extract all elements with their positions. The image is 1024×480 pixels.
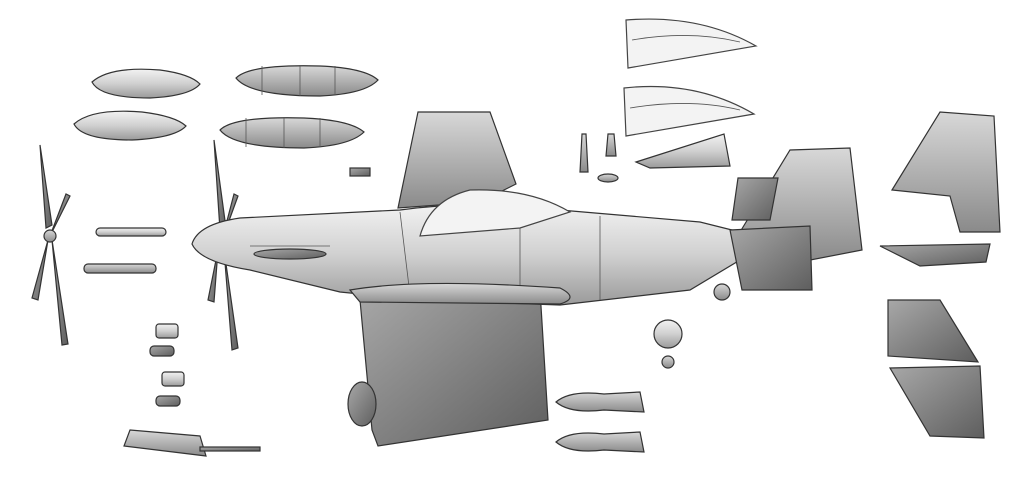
propeller-mounted bbox=[207, 139, 239, 351]
aircraft-lower-wing bbox=[359, 289, 549, 447]
gun-part bbox=[123, 429, 261, 457]
small-fitting bbox=[349, 167, 371, 177]
aircraft-canopy bbox=[419, 189, 572, 237]
aircraft-landing-gear bbox=[347, 283, 731, 427]
drop-tank-left-lower bbox=[73, 110, 187, 141]
drop-tank-right-upper bbox=[235, 65, 379, 97]
aircraft-radiator-scoop bbox=[348, 282, 571, 305]
canopy-part-upper bbox=[625, 18, 758, 69]
wheel-hub-part bbox=[653, 319, 683, 369]
horizontal-stabilizer-lower bbox=[888, 365, 985, 439]
canopy-part-lower bbox=[623, 85, 756, 137]
exhaust-stack-part-2 bbox=[83, 263, 157, 274]
small-frame-part bbox=[149, 323, 185, 407]
drop-tank-left-upper bbox=[91, 68, 201, 99]
drop-tank-right-lower bbox=[219, 117, 365, 149]
propeller-loose bbox=[31, 144, 71, 346]
bomb-upper bbox=[555, 391, 645, 413]
aircraft-tail bbox=[729, 147, 863, 291]
horizontal-stabilizer-upper bbox=[887, 299, 980, 363]
exhaust-stack-part bbox=[95, 227, 167, 237]
antenna-part bbox=[579, 133, 619, 183]
bomb-lower bbox=[555, 431, 645, 453]
rudder-fragment bbox=[879, 243, 991, 267]
vertical-fin-part bbox=[890, 111, 1001, 233]
windscreen-part bbox=[634, 133, 731, 169]
